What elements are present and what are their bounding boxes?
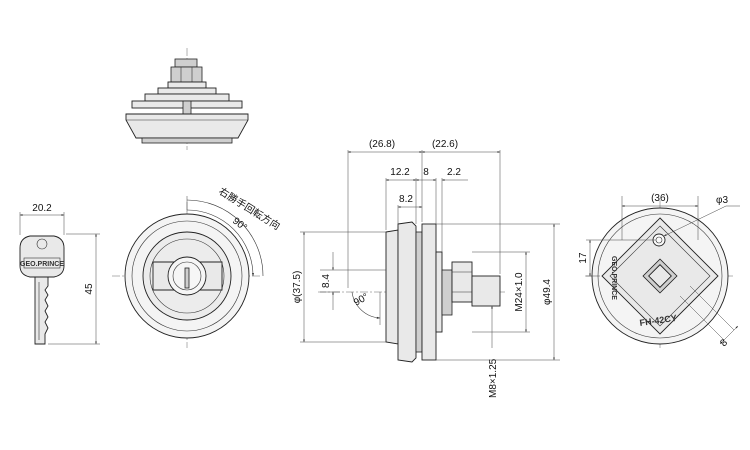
dim-flange-dia: φ49.4 [542, 279, 553, 305]
dim-thread-m24: M24×1.0 [514, 272, 525, 312]
dim-36: (36) [651, 193, 669, 204]
top-view [125, 48, 249, 150]
dim-overall-right: (22.6) [432, 139, 458, 150]
back-brand-text: GEO.PRINCE [610, 256, 617, 300]
front-view: 右勝手回転方向 90° [112, 185, 283, 348]
dim-overall-left: (26.8) [369, 139, 395, 150]
key-width-label: 20.2 [32, 203, 52, 214]
dim-hole: φ3 [716, 195, 728, 206]
front-angle-label: 90° [230, 216, 249, 234]
key-view: GEO.PRINCE 20.2 45 [19, 203, 100, 345]
rotation-direction-label: 右勝手回転方向 [216, 185, 282, 233]
dim-body-dia: φ(37.5) [292, 271, 303, 304]
back-view: GEO.PRINCE FH-42CY (36) φ3 17 8 [578, 193, 740, 349]
dim-8-4: 8.4 [321, 274, 332, 288]
dim-2-2: 2.2 [447, 167, 461, 178]
key-height-label: 45 [84, 283, 95, 295]
dim-8: 8 [423, 167, 429, 178]
dim-8-2: 8.2 [399, 194, 413, 205]
dim-thread-m8: M8×1.25 [488, 358, 499, 398]
dim-square: 8 [718, 337, 730, 349]
key-brand-text: GEO.PRINCE [20, 261, 64, 268]
dim-angle: 90° [352, 292, 371, 309]
side-view: (26.8) (22.6) 12.2 8 2.2 8.2 φ(37.5) 8.4… [292, 139, 560, 398]
dim-17: 17 [578, 252, 589, 264]
dim-12-2: 12.2 [390, 167, 410, 178]
